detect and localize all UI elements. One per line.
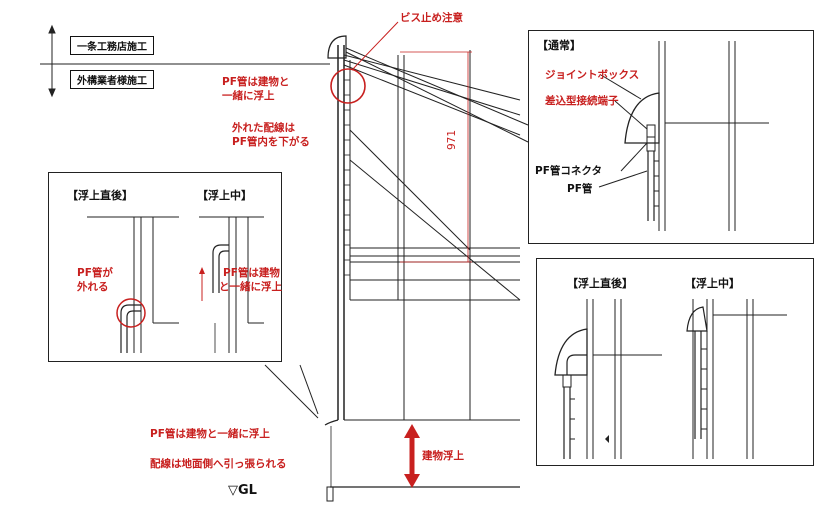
joint-box-shape bbox=[624, 92, 660, 144]
building-lift-label: 建物浮上 bbox=[422, 450, 464, 462]
divider-arrow-up bbox=[48, 24, 56, 34]
dimension-971: 971 bbox=[446, 129, 458, 150]
building-lift-arrow-down bbox=[404, 474, 420, 488]
lift-arrow-small bbox=[199, 267, 205, 274]
main-joint-box bbox=[327, 35, 347, 59]
detach-circle bbox=[116, 298, 146, 328]
detach-label-line1: PF管が bbox=[77, 267, 113, 279]
detach-label-line2: 外れる bbox=[77, 281, 109, 293]
pf-lift-bottom-label: PF管は建物と一緒に浮上 bbox=[150, 428, 270, 440]
lift-label-line2: と一緒に浮上 bbox=[219, 281, 282, 293]
panel-normal-title: 【通常】 bbox=[537, 39, 581, 52]
ground-level-label: ▽GL bbox=[228, 483, 257, 498]
main-pipe-corrugations bbox=[344, 79, 350, 276]
panel-normal: 【通常】 ジョイントボックス 差込型接続端子 PF管コネクタ PF管 bbox=[528, 30, 814, 244]
wire-pulled-label: 配線は地面側へ引っ張られる bbox=[150, 458, 287, 470]
divider-arrow-down bbox=[48, 88, 56, 98]
wire-out-label-line1: 外れた配線は bbox=[232, 122, 295, 134]
panel-right: 【浮上直後】 【浮上中】 bbox=[536, 258, 814, 466]
panel-left-title-during: 【浮上中】 bbox=[197, 189, 252, 202]
wire-out-label-line2: PF管内を下がる bbox=[232, 136, 310, 148]
panel-right-title-after: 【浮上直後】 bbox=[567, 277, 633, 290]
screw-warning-circle bbox=[330, 68, 366, 104]
panel-normal-drawing bbox=[598, 41, 769, 231]
pf-lift-label-line2: 一緒に浮上 bbox=[222, 90, 275, 102]
screw-warning-label: ビス止め注意 bbox=[400, 12, 463, 24]
panel-right-title-during: 【浮上中】 bbox=[685, 277, 740, 290]
panel-left-drawing bbox=[87, 216, 264, 353]
terminal-label: 差込型接続端子 bbox=[545, 95, 619, 107]
pf-pipe-label: PF管 bbox=[567, 183, 593, 195]
joint-box-label: ジョイントボックス bbox=[545, 69, 640, 81]
terminal-shape bbox=[646, 124, 656, 138]
lift-label-line1: PF管は建物 bbox=[223, 267, 280, 279]
panel-right-drawing bbox=[554, 299, 787, 459]
panel-left: 【浮上直後】 【浮上中】 PF管が 外れる PF管は建物 と一緒に浮上 bbox=[48, 172, 282, 362]
eave-line-1 bbox=[343, 54, 521, 101]
exterior-construction-label: 外構業者様施工 bbox=[70, 70, 154, 89]
leader-to-right-panel bbox=[349, 159, 521, 301]
leader-left-panel-bottom bbox=[264, 364, 319, 419]
building-lift-arrow-up bbox=[404, 424, 420, 438]
ground-pipe-stub bbox=[326, 486, 334, 502]
connector-shape bbox=[646, 136, 656, 152]
pf-lift-label-line1: PF管は建物と bbox=[222, 76, 290, 88]
connector-label: PF管コネクタ bbox=[535, 165, 602, 177]
screw-warning-leader bbox=[351, 21, 399, 71]
ichijo-construction-label: 一条工務店施工 bbox=[70, 36, 154, 55]
panel-left-title-after: 【浮上直後】 bbox=[67, 189, 133, 202]
leader-to-normal-panel bbox=[345, 47, 529, 126]
pipe-bottom-bend bbox=[324, 419, 339, 426]
